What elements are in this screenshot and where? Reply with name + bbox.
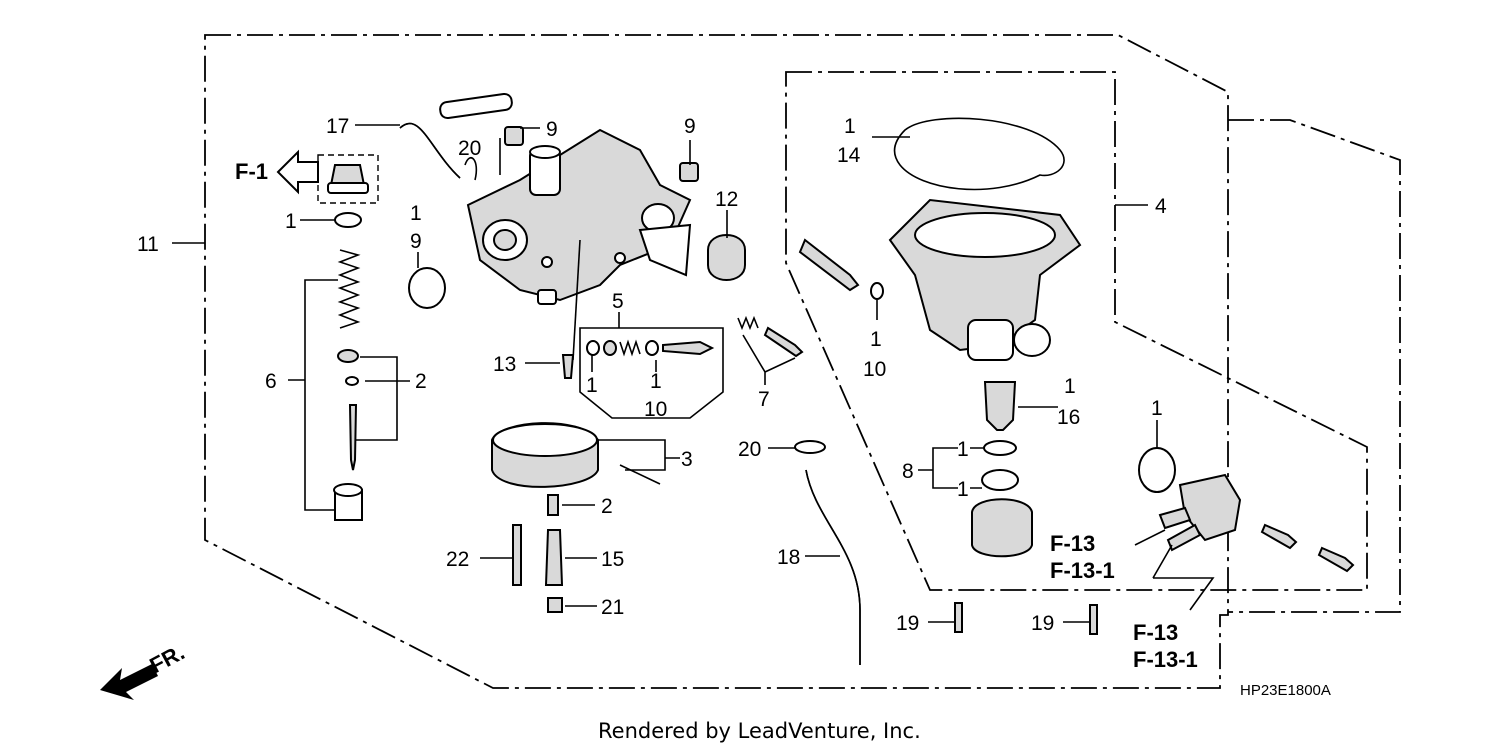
diagram-code: HP23E1800A <box>1240 682 1331 699</box>
clip-9-right <box>679 162 699 182</box>
callout-1: 1 <box>1151 397 1163 420</box>
o-ring-8b <box>981 469 1019 491</box>
filter-16 <box>983 381 1017 431</box>
carburetor-body <box>466 128 692 305</box>
callout-1: 1 <box>870 328 882 351</box>
assembly-boundary <box>204 34 1229 689</box>
callout-1: 1 <box>285 210 297 233</box>
callout-1: 1 <box>410 202 422 225</box>
ref-f13: F-13 <box>1050 531 1095 556</box>
callout-12: 12 <box>715 188 738 211</box>
washer-1 <box>334 212 362 228</box>
callout-2: 2 <box>415 370 427 393</box>
reference-labels: F-1 F-13 F-13-1 F-13 F-13-1 <box>235 159 1198 672</box>
screw-right-a <box>1260 523 1298 550</box>
gasket-14 <box>893 117 1065 191</box>
callout-7: 7 <box>758 388 770 411</box>
clip-9-left <box>504 126 524 146</box>
cap-part <box>317 154 379 204</box>
jet-15 <box>544 529 564 586</box>
needle-clip <box>337 349 359 363</box>
callout-19: 19 <box>896 612 919 635</box>
drain-screw <box>798 238 860 292</box>
float-chamber-boundary <box>785 71 1368 591</box>
callout-13: 13 <box>493 353 516 376</box>
spring <box>337 249 361 329</box>
callouts: 11 17 20 9 9 1 1 9 12 6 2 13 5 1 1 10 7 … <box>137 115 1167 635</box>
callout-3: 3 <box>681 448 693 471</box>
callout-22: 22 <box>446 548 469 571</box>
callout-20: 20 <box>738 438 761 461</box>
hose-short <box>439 92 513 120</box>
front-arrow <box>100 664 158 700</box>
callout-9: 9 <box>684 115 696 138</box>
callout-9: 9 <box>546 118 558 141</box>
f1-arrow <box>276 149 319 195</box>
jet-21 <box>547 597 563 613</box>
fitting <box>1158 473 1242 552</box>
float-valve <box>547 494 559 516</box>
leader-lines <box>172 124 1215 623</box>
screw-right-b <box>1317 546 1355 573</box>
credit-text: Rendered by LeadVenture, Inc. <box>598 719 921 743</box>
float-pin <box>619 464 661 485</box>
bolt-19a <box>954 602 963 633</box>
callout-1: 1 <box>586 374 598 397</box>
callout-5: 5 <box>612 290 624 313</box>
callout-1: 1 <box>957 478 969 501</box>
ref-f13-1: F-13-1 <box>1050 558 1115 583</box>
callout-2: 2 <box>601 495 613 518</box>
o-ring-8a <box>983 440 1017 456</box>
float-chamber <box>888 198 1082 361</box>
cup-part <box>971 498 1033 558</box>
right-boundary <box>1228 119 1401 613</box>
callout-10: 10 <box>863 358 886 381</box>
o-ring-1-right <box>1138 447 1176 493</box>
callout-14: 14 <box>837 144 861 167</box>
callout-15: 15 <box>601 548 624 571</box>
group-outline-5 <box>579 327 724 419</box>
float-3 <box>491 422 599 488</box>
spring-7 <box>737 315 759 331</box>
jet-22 <box>512 524 522 586</box>
callout-16: 16 <box>1057 406 1080 429</box>
clip-20-upper <box>464 157 478 181</box>
callout-10: 10 <box>644 398 667 421</box>
callout-19: 19 <box>1031 612 1054 635</box>
callout-21: 21 <box>601 596 624 619</box>
callout-1: 1 <box>1064 375 1076 398</box>
screw-7 <box>763 326 804 358</box>
callout-18: 18 <box>777 546 800 569</box>
hose-17 <box>399 122 461 179</box>
callout-1: 1 <box>844 115 856 138</box>
cap-12 <box>707 234 746 281</box>
jet-needle <box>348 404 358 471</box>
callout-1: 1 <box>650 370 662 393</box>
callout-1: 1 <box>957 438 969 461</box>
callout-9: 9 <box>410 230 422 253</box>
screw-13 <box>561 354 575 379</box>
washer-10 <box>870 282 884 300</box>
callout-17: 17 <box>326 115 349 138</box>
ref-f1: F-1 <box>235 159 268 184</box>
callout-4: 4 <box>1155 195 1167 218</box>
callout-11: 11 <box>137 233 159 256</box>
callout-20: 20 <box>458 137 481 160</box>
callout-8: 8 <box>902 460 914 483</box>
pilot-screw-set <box>586 339 715 357</box>
ref-f13: F-13 <box>1133 620 1178 645</box>
clip-20-lower <box>794 440 826 454</box>
o-ring-9 <box>408 267 446 309</box>
ref-f13-1: F-13-1 <box>1133 647 1198 672</box>
callout-6: 6 <box>265 370 277 393</box>
bolt-19b <box>1089 604 1098 635</box>
